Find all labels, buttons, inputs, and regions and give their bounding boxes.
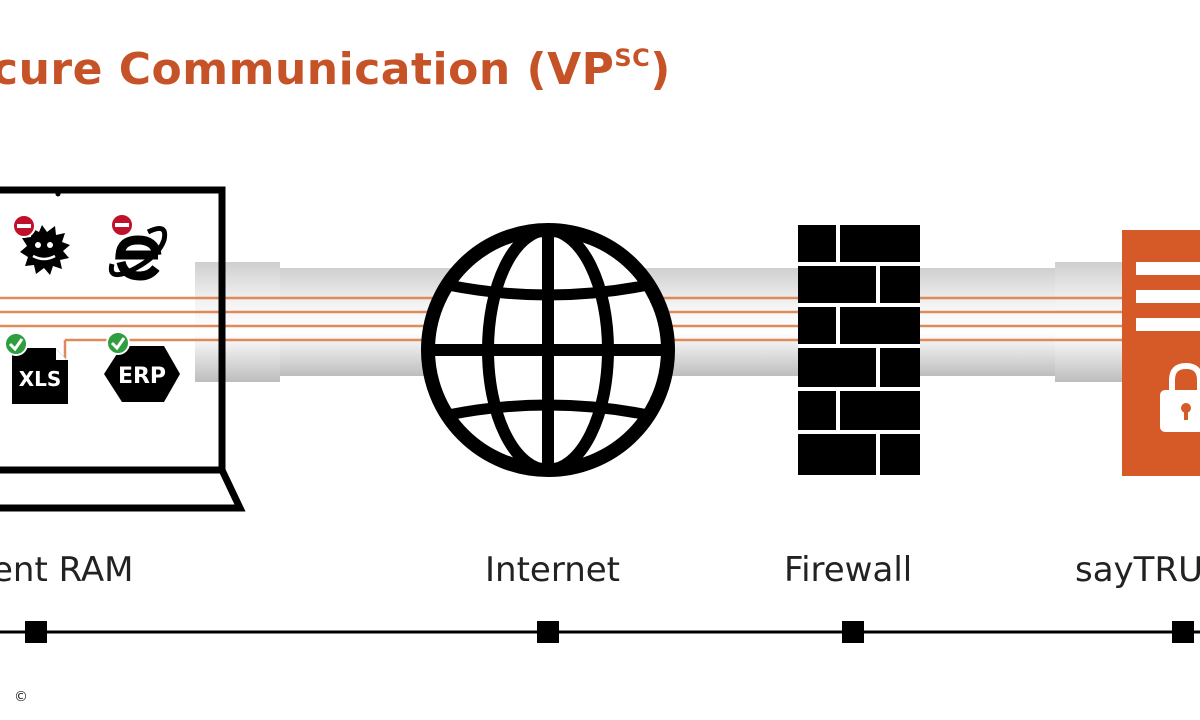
padlock-icon: [1160, 362, 1200, 432]
node-label-ram: ent RAM: [0, 550, 134, 590]
node-label-saytrust: sayTRUST: [1075, 550, 1200, 590]
node-label-internet: Internet: [485, 550, 621, 590]
tunnel-pipe: [195, 262, 1155, 382]
xls-file-icon: [12, 348, 68, 404]
blocked-badge-virus: [12, 214, 36, 238]
diagram-title: cure Communication (VPSC): [0, 44, 671, 95]
blocked-badge-ie: [110, 213, 134, 237]
title-text: cure Communication (VP: [0, 44, 615, 95]
erp-hexagon-icon: [104, 346, 180, 402]
node-label-firewall: Firewall: [784, 550, 913, 590]
timeline-marker-saytrust: [1172, 621, 1194, 643]
timeline-marker-firewall: [842, 621, 864, 643]
title-superscript: SC: [614, 44, 651, 73]
internet-explorer-icon: [108, 225, 168, 281]
timeline-marker-ram: [25, 621, 47, 643]
laptop-icon: [0, 186, 246, 512]
ok-badge-xls: [4, 332, 28, 356]
globe-icon: [421, 223, 675, 477]
timeline: [0, 621, 1200, 643]
firewall-brick-icon: [798, 225, 920, 475]
ok-badge-erp: [106, 331, 130, 355]
copyright-symbol: ©: [14, 689, 28, 705]
virus-icon: [20, 225, 70, 275]
title-suffix: ): [650, 44, 671, 95]
xls-label: XLS: [19, 367, 62, 391]
timeline-marker-internet: [537, 621, 559, 643]
erp-label: ERP: [118, 364, 166, 389]
saytrust-server-icon: [1122, 230, 1200, 476]
